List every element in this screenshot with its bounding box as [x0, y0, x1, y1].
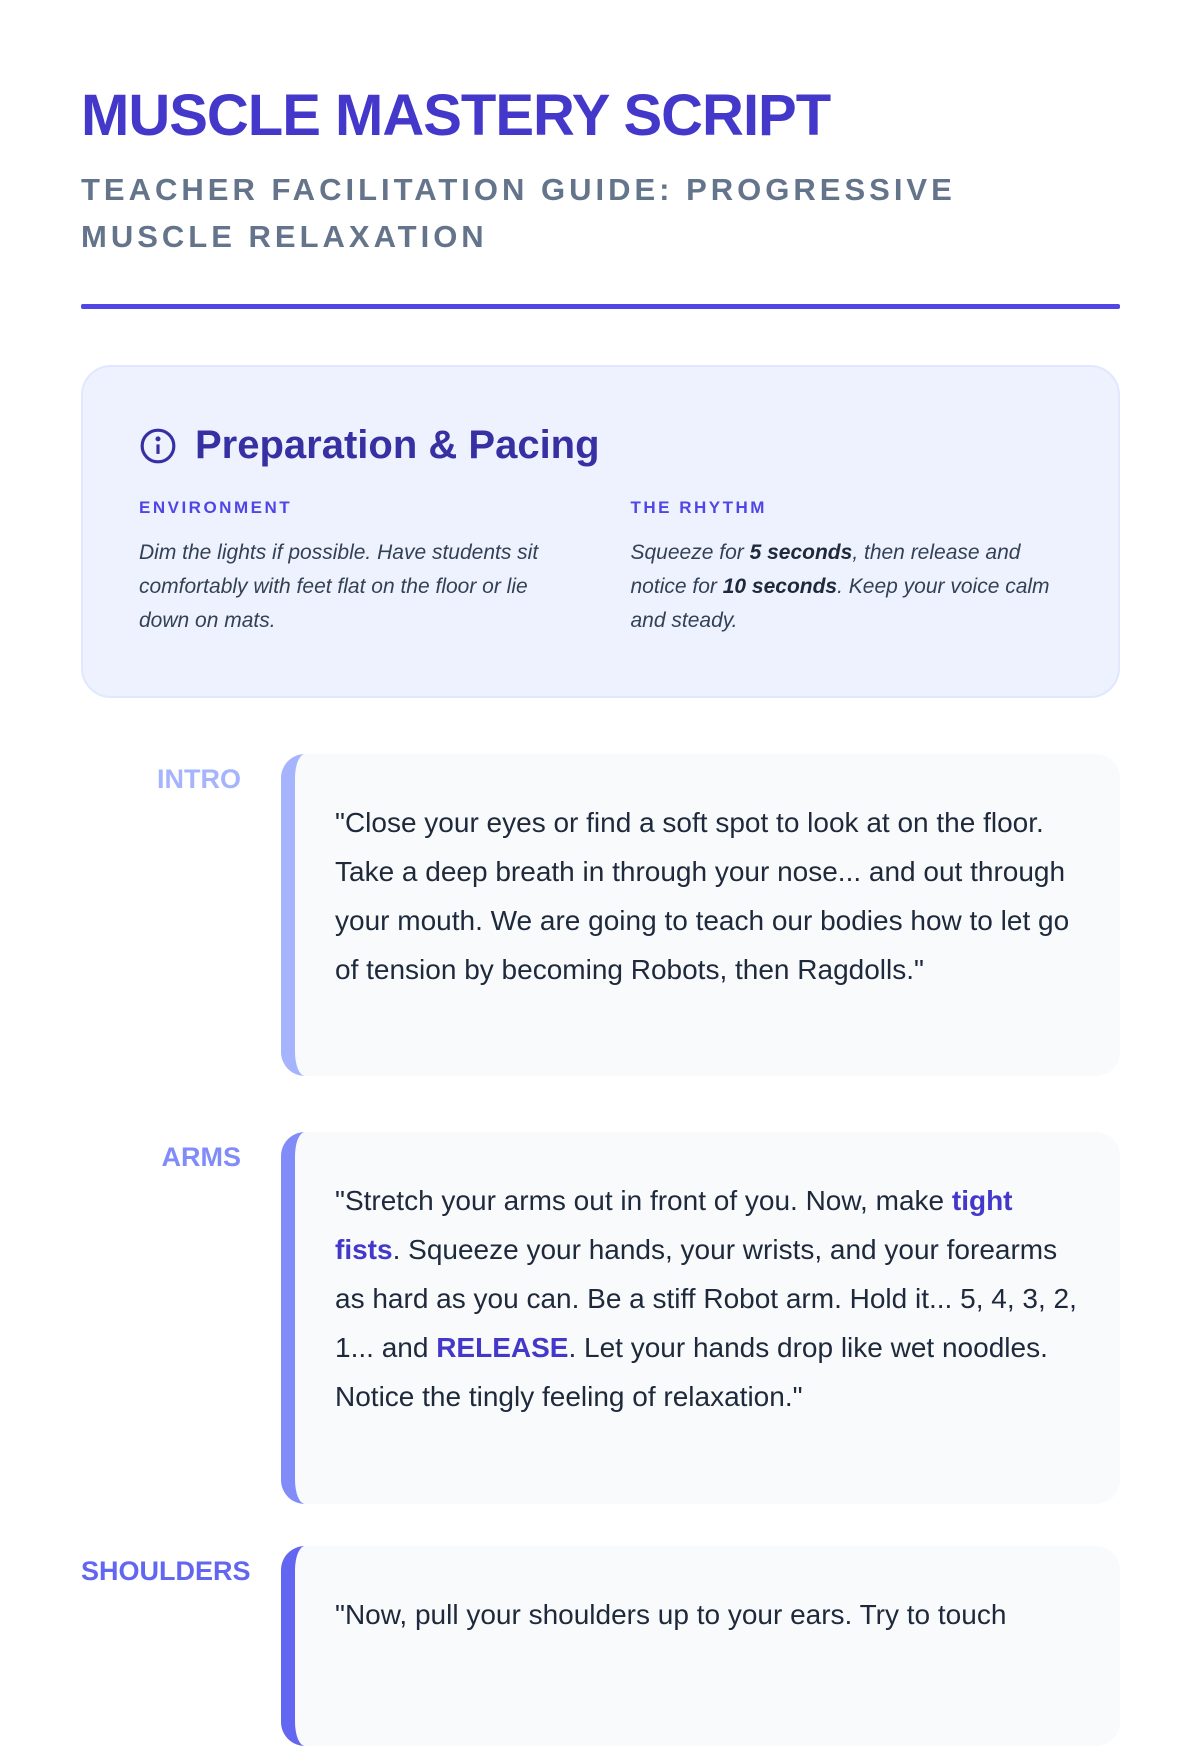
page-title: MUSCLE MASTERY SCRIPT [81, 83, 831, 148]
step-label: ARMS [161, 1142, 242, 1172]
preparation-card: Preparation & Pacing ENVIRONMENT Dim the… [81, 365, 1120, 698]
divider [81, 304, 1120, 309]
rhythm-label: THE RHYTHM [630, 498, 767, 517]
rhythm-section: THE RHYTHM Squeeze for 5 seconds, then r… [631, 498, 1063, 638]
step-label: SHOULDERS [81, 1556, 251, 1586]
script-box: "Now, pull your shoulders up to your ear… [281, 1546, 1120, 1746]
environment-label: ENVIRONMENT [139, 498, 293, 517]
environment-text: Dim the lights if possible. Have student… [139, 541, 539, 632]
script-box: "Stretch your arms out in front of you. … [281, 1132, 1120, 1504]
info-icon [140, 428, 176, 463]
script-box: "Close your eyes or find a soft spot to … [281, 754, 1120, 1076]
preparation-heading-text: Preparation & Pacing [195, 423, 600, 467]
environment-section: ENVIRONMENT Dim the lights if possible. … [139, 498, 571, 638]
step-label: INTRO [157, 764, 241, 794]
rhythm-text: Squeeze for 5 seconds, then release and … [630, 541, 1050, 632]
page-subtitle: Teacher Facilitation Guide: Progressive … [81, 172, 956, 254]
preparation-heading: Preparation & Pacing [139, 423, 1062, 468]
step-intro: INTRO "Close your eyes or find a soft sp… [81, 754, 1120, 1076]
step-arms: ARMS "Stretch your arms out in front of … [81, 1132, 1120, 1504]
step-shoulders: SHOULDERS "Now, pull your shoulders up t… [81, 1546, 1120, 1746]
